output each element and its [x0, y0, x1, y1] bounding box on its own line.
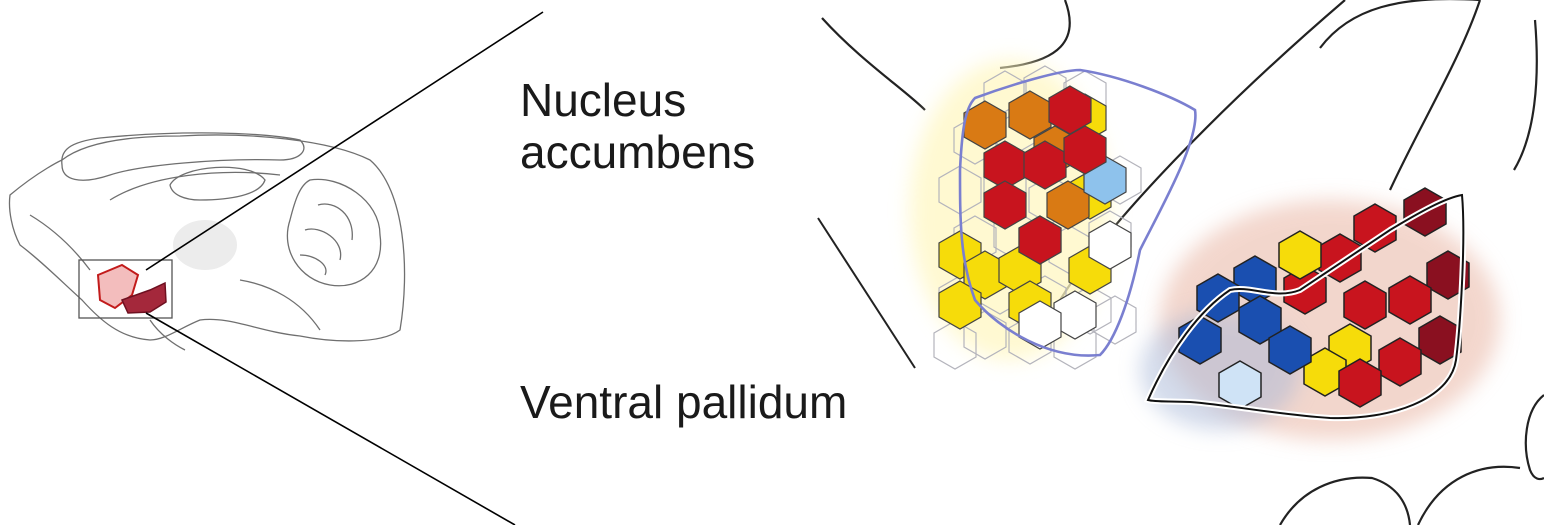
- label-nucleus-accumbens-line2: accumbens: [520, 126, 755, 178]
- zoom-line-bottom: [146, 313, 515, 525]
- label-nucleus-accumbens: Nucleus accumbens: [520, 74, 755, 178]
- label-nucleus-accumbens-line1: Nucleus: [520, 74, 755, 126]
- nacc-hotspot-map: [910, 60, 1195, 369]
- sagittal-rat-brain-icon: [9, 133, 404, 350]
- label-ventral-pallidum: Ventral pallidum: [520, 376, 847, 428]
- pointer-line-nacc: [818, 218, 915, 368]
- vp-hotspot-map: [1140, 188, 1500, 440]
- zoom-line-top: [146, 12, 543, 270]
